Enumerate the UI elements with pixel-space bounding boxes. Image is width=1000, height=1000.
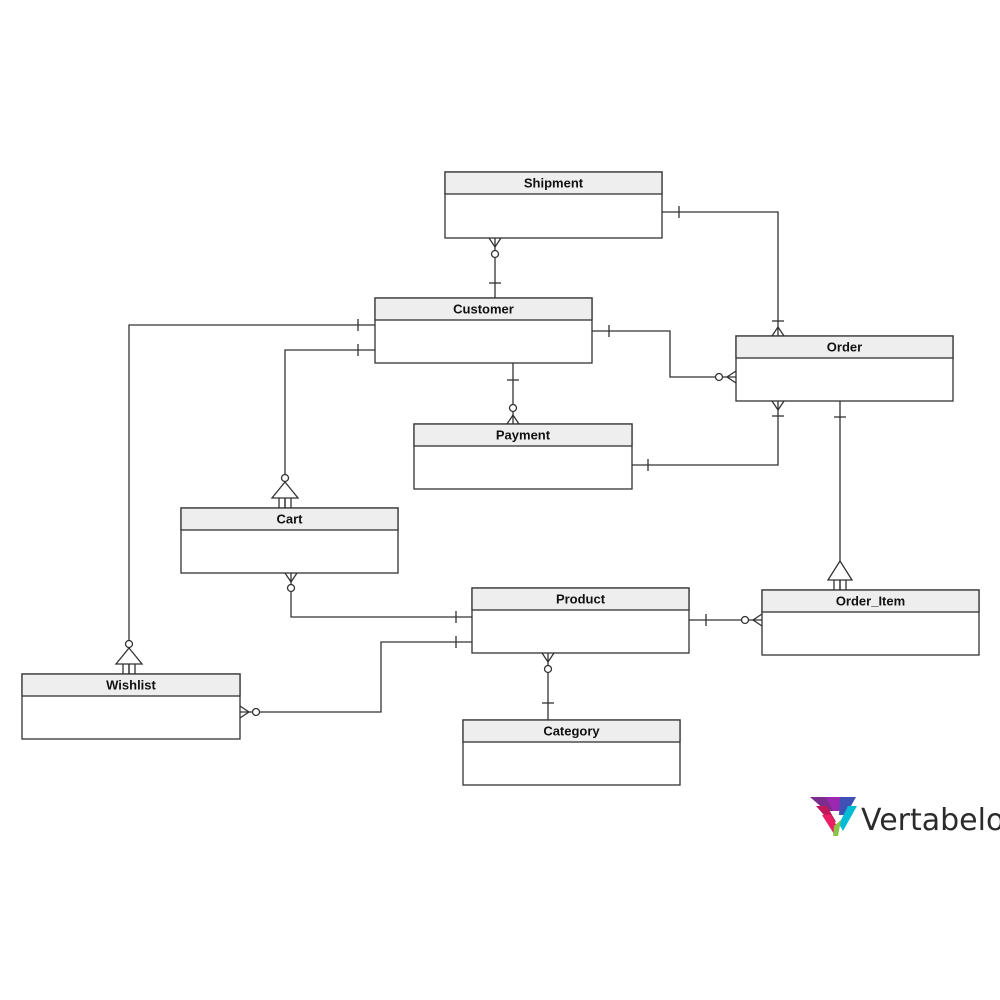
- entity-cart[interactable]: Cart: [180, 507, 399, 574]
- crowfoot-marker: [725, 370, 737, 384]
- entity-customer[interactable]: Customer: [374, 297, 593, 364]
- zero-marker: [543, 664, 553, 674]
- entity-title: Order_Item: [836, 594, 905, 609]
- rel-wishlist-product: [240, 641, 472, 713]
- entity-wishlist[interactable]: Wishlist: [21, 673, 241, 740]
- subtype-marker: [826, 559, 854, 581]
- entity-shipment[interactable]: Shipment: [444, 171, 663, 239]
- relationship-lines: [128, 211, 841, 720]
- rel-cart-product: [290, 573, 472, 618]
- rel-customer-wishlist: [128, 324, 375, 674]
- entity-title: Shipment: [524, 176, 584, 191]
- entity-title: Payment: [496, 428, 551, 443]
- subtype-marker: [114, 646, 144, 665]
- entity-title: Cart: [276, 512, 303, 527]
- zero-marker: [286, 583, 296, 593]
- entity-title: Product: [556, 592, 606, 607]
- subtype-marker: [833, 580, 847, 590]
- logo-text: Vertabelo: [861, 803, 1000, 838]
- cardinality-markers: [114, 206, 854, 719]
- vertabelo-logo-icon: [810, 797, 857, 836]
- zero-marker: [740, 615, 750, 625]
- crowfoot-marker: [239, 705, 251, 719]
- crowfoot-marker: [771, 400, 785, 412]
- subtype-marker: [122, 664, 136, 674]
- entity-title: Wishlist: [106, 678, 156, 693]
- zero-marker: [280, 473, 290, 483]
- zero-marker: [508, 403, 518, 413]
- vertabelo-logo: Vertabelo: [810, 797, 1000, 838]
- zero-marker: [714, 372, 724, 382]
- zero-marker: [251, 707, 261, 717]
- entity-category[interactable]: Category: [462, 719, 681, 786]
- entity-title: Order: [827, 340, 862, 355]
- rel-customer-order: [592, 330, 736, 378]
- entity-order[interactable]: Order: [735, 335, 954, 402]
- entity-product[interactable]: Product: [471, 587, 690, 654]
- rel-shipment-order: [662, 211, 779, 336]
- crowfoot-marker: [284, 572, 298, 584]
- crowfoot-marker: [751, 613, 763, 627]
- subtype-marker: [278, 498, 292, 508]
- crowfoot-marker: [541, 652, 555, 664]
- rel-customer-cart: [284, 349, 375, 508]
- entity-payment[interactable]: Payment: [413, 423, 633, 490]
- entity-title: Customer: [453, 302, 514, 317]
- entity-title: Category: [543, 724, 600, 739]
- rel-payment-order: [632, 401, 779, 466]
- zero-marker: [124, 639, 134, 649]
- crowfoot-marker: [506, 413, 520, 425]
- crowfoot-marker: [771, 325, 785, 337]
- zero-marker: [490, 249, 500, 259]
- subtype-marker: [270, 480, 300, 499]
- entity-order-item[interactable]: Order_Item: [761, 589, 980, 656]
- crowfoot-marker: [488, 237, 502, 249]
